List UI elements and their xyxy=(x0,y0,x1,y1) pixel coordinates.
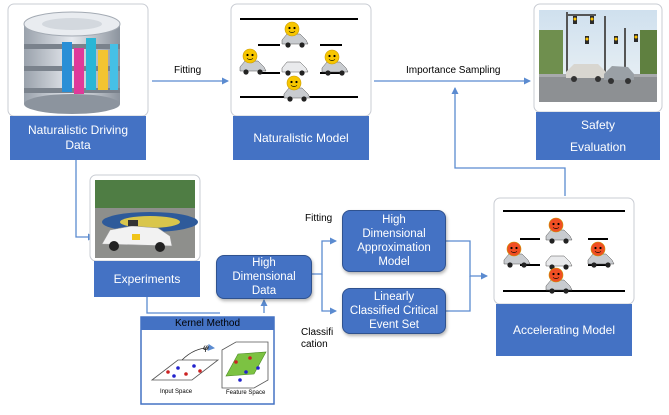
experiments-image xyxy=(89,174,201,262)
arrow-events-to-accel xyxy=(446,276,471,312)
node-line: Data xyxy=(251,285,277,297)
feature-space-label: Feature Space xyxy=(226,390,266,396)
node-line: Event Set xyxy=(369,319,419,331)
vehicle-icon xyxy=(239,48,267,75)
vehicle-icon xyxy=(545,217,573,244)
node-label: Experiments xyxy=(113,271,181,286)
fitting-mid-edge-label: Fitting xyxy=(305,213,333,224)
critical-event-set-node: Linearly Classified Critical Event Set xyxy=(342,288,446,334)
vehicle-icon xyxy=(587,241,615,268)
arrow-approx-to-accel xyxy=(446,240,488,280)
vehicle-icon xyxy=(503,241,531,268)
naturalistic-vehicles xyxy=(239,21,349,102)
node-line: Model xyxy=(378,256,410,268)
experiments-node: Experiments xyxy=(94,261,200,297)
node-line: Safety xyxy=(580,118,616,132)
kernel-method-figure xyxy=(140,316,275,405)
node-line: High xyxy=(382,214,406,226)
node-line: Dimensional xyxy=(362,228,426,240)
kernel-method-title: Kernel Method xyxy=(174,318,241,329)
naturalistic-driving-data-node: Naturalistic Driving Data xyxy=(10,116,146,160)
vehicle-icon xyxy=(545,255,573,270)
naturalistic-model-node: Naturalistic Model xyxy=(233,116,369,160)
node-line: Linearly xyxy=(373,291,415,303)
approximation-model-node: High Dimensional Approximation Model xyxy=(342,210,446,272)
label-line: cation xyxy=(301,339,328,350)
naturalistic-driving-data-image xyxy=(7,3,149,117)
vehicle-icon xyxy=(321,49,349,76)
database-icon xyxy=(23,11,121,114)
safety-evaluation-image xyxy=(533,3,663,113)
arrow-accel-to-sampling xyxy=(451,87,566,196)
vehicle-icon xyxy=(545,267,573,294)
vehicle-icon xyxy=(283,75,311,102)
accelerated-vehicles xyxy=(503,217,615,294)
high-dimensional-data-node: High Dimensional Data xyxy=(216,255,312,299)
arrow-hdd-to-models xyxy=(312,237,337,275)
node-line: Evaluation xyxy=(569,140,627,154)
node-line: Naturalistic Driving xyxy=(27,123,129,137)
arrow-data-to-experiments xyxy=(75,158,95,241)
classification-edge-label: Classifi cation xyxy=(301,327,333,351)
fitting-edge-label: Fitting xyxy=(174,65,202,76)
node-line: Data xyxy=(65,138,91,152)
phi-label: φ xyxy=(203,343,209,352)
input-space-label: Input Space xyxy=(160,389,193,395)
arrow-experiments-to-kernel xyxy=(146,296,220,314)
node-line: Classified Critical xyxy=(349,305,439,317)
safety-evaluation-node: Safety Evaluation xyxy=(536,112,660,160)
vehicle-icon xyxy=(281,61,309,76)
node-line: High Dimensional xyxy=(232,257,296,283)
label-line: Classifi xyxy=(301,327,334,338)
importance-sampling-edge-label: Importance Sampling xyxy=(406,65,501,76)
node-label: Naturalistic Model xyxy=(253,130,349,145)
connectors xyxy=(75,77,566,315)
vehicle-icon xyxy=(281,21,309,48)
node-label: Accelerating Model xyxy=(512,322,616,337)
accelerating-model-node: Accelerating Model xyxy=(496,304,632,356)
node-line: Approximation xyxy=(357,242,431,254)
arrow-hdd-to-events xyxy=(321,274,337,315)
